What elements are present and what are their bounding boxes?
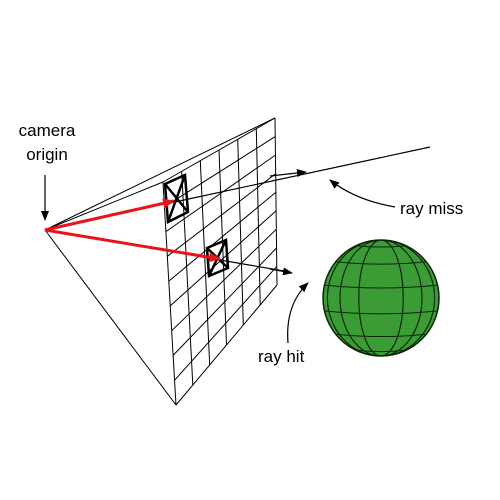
image-plane-grid: [162, 117, 278, 406]
frustum-edge-bottom: [44, 229, 177, 406]
primary-rays: [44, 198, 221, 263]
sphere-parallel: [335, 261, 427, 265]
sphere: [322, 239, 440, 357]
plane-grid-column-line: [255, 128, 261, 306]
view-frustum: [44, 117, 276, 406]
plane-grid-row-line: [175, 284, 278, 406]
pixel-miss-cross-b: [166, 174, 187, 223]
plane-grid-row-line: [166, 173, 277, 257]
ray-miss-arrow: [269, 169, 307, 177]
primary-ray-hit: [44, 228, 221, 263]
plane-grid-row-line: [164, 136, 276, 208]
sphere-parallel: [324, 310, 438, 315]
plane-grid-column-line: [162, 181, 177, 406]
camera-label-line2: origin: [26, 145, 68, 164]
sphere-parallel: [355, 245, 407, 248]
sphere-parallel: [324, 284, 438, 289]
sphere-meridian: [358, 240, 404, 356]
ray-miss-label: ray miss: [400, 199, 463, 218]
ray-miss-pointer: [329, 179, 396, 208]
plane-grid-row-line: [174, 266, 278, 381]
primary-ray-miss: [44, 198, 175, 232]
sphere-meridian: [326, 240, 436, 356]
plane-grid-column-line: [199, 160, 211, 366]
frustum-edge-top: [44, 117, 276, 231]
plane-grid-row-line: [165, 154, 276, 233]
ray-hit-pointer: [287, 282, 309, 344]
plane-grid-column-line: [237, 139, 244, 326]
ray-hit-label: ray hit: [258, 347, 305, 366]
ray-hit-arrow: [269, 267, 293, 276]
plane-grid-column-line: [274, 117, 278, 286]
sphere-parallel: [335, 333, 427, 338]
camera-label-line1: camera: [19, 121, 76, 140]
plane-grid-row-line: [171, 228, 277, 332]
plane-grid-row-line: [169, 210, 277, 307]
plane-grid-row-line: [162, 117, 276, 183]
sphere-meridian: [339, 240, 423, 356]
sphere-grid: [324, 240, 438, 356]
plane-grid-row-line: [168, 191, 277, 282]
pixel-highlights: [163, 173, 230, 278]
frustum-edge-left-upper: [44, 181, 164, 231]
sphere-parallel: [355, 349, 407, 353]
annotation-arrows: [41, 175, 396, 344]
plane-grid-row-line: [172, 247, 277, 356]
